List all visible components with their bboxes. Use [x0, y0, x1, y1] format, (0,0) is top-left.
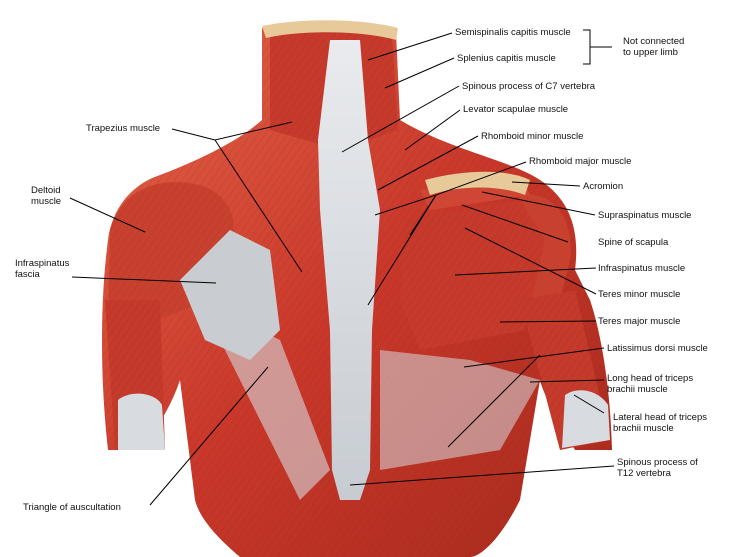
label-infraspinatus: Infraspinatus muscle [598, 263, 686, 274]
label-semispinalis-capitis: Semispinalis capitis muscle [455, 27, 571, 38]
leader-lines [69, 29, 615, 506]
label-levator-scapulae: Levator scapulae muscle [463, 104, 569, 115]
label-trapezius: Trapezius muscle [86, 123, 161, 134]
label-acromion: Acromion [583, 181, 624, 192]
right-elbow-tendon [562, 390, 610, 448]
label-long-head-triceps: Long head of triceps brachii muscle [607, 373, 694, 395]
skull-base [262, 20, 398, 40]
label-teres-major: Teres major muscle [598, 316, 681, 327]
label-supraspinatus: Supraspinatus muscle [598, 210, 692, 221]
label-spinous-process-c7: Spinous process of C7 vertebra [462, 81, 596, 92]
label-spine-of-scapula: Spine of scapula [598, 237, 669, 248]
infraspinatus-fascia-shape [180, 230, 280, 360]
label-teres-minor: Teres minor muscle [598, 289, 681, 300]
label-deltoid: Deltoid muscle [31, 185, 62, 207]
label-infraspinatus-fascia: Infraspinatus fascia [15, 258, 70, 280]
label-rhomboid-major: Rhomboid major muscle [529, 156, 632, 167]
label-rhomboid-minor: Rhomboid minor muscle [481, 131, 584, 142]
label-lateral-head-triceps: Lateral head of triceps brachii muscle [613, 412, 708, 434]
label-spinous-process-t12: Spinous process of T12 vertebra [617, 457, 698, 479]
central-tendon [318, 40, 380, 500]
left-elbow-tendon [118, 393, 165, 450]
label-not-connected: Not connected to upper limb [623, 36, 685, 58]
label-splenius-capitis: Splenius capitis muscle [457, 53, 556, 64]
label-triangle-of-auscultation: Triangle of auscultation [23, 502, 121, 513]
label-latissimus-dorsi: Latissimus dorsi muscle [607, 343, 708, 354]
